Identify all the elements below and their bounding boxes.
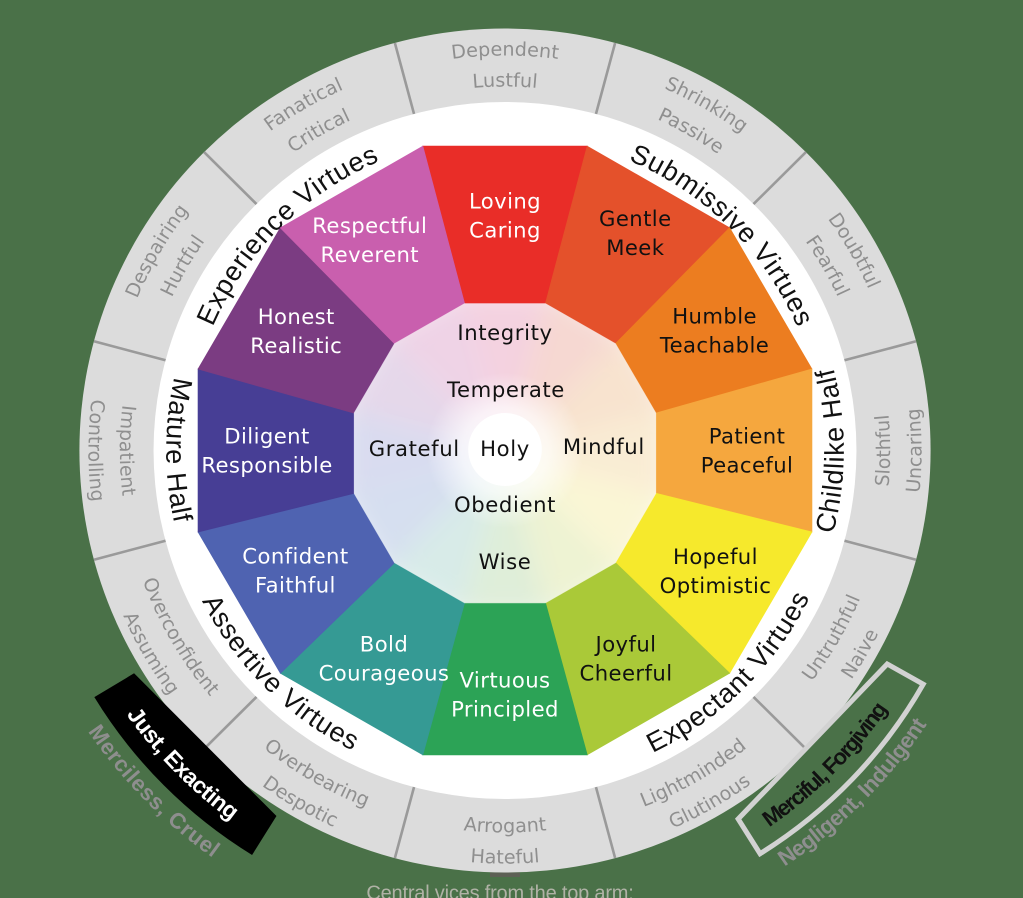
- ring-divider-345: [393, 42, 416, 115]
- wedge-label-confident-1: Confident: [242, 544, 348, 569]
- cutoff-text-artifact: [490, 872, 520, 877]
- pastel-sector-virtuous: [460, 453, 550, 604]
- ring-divider-195: [393, 786, 416, 859]
- ring-divider-15: [594, 42, 617, 115]
- center-word-left: Grateful: [369, 436, 460, 461]
- wedge-label-humble-1: Humble: [672, 304, 757, 329]
- holy-circle: [468, 413, 542, 486]
- ring-divider-255: [93, 539, 166, 561]
- vice-label-arrogant-word2-text: Hateful: [470, 845, 540, 868]
- vice-label-impatient-word1: Impatient: [115, 404, 140, 497]
- wedge-label-honest-2: Realistic: [250, 333, 342, 358]
- vice-label-impatient-word2-text: Controlling: [83, 398, 108, 502]
- wedge-label-respectful-1: Respectful: [312, 213, 427, 238]
- ring-divider-105: [844, 539, 917, 561]
- vice-label-slothful-word1: Slothful: [871, 414, 895, 487]
- center-word-center: Holy: [480, 436, 530, 461]
- just-exacting-box: [94, 673, 277, 855]
- wedge-respectful: [279, 145, 465, 344]
- vice-label-arrogant-word1-text: Arrogant: [463, 813, 548, 837]
- vice-label-dependent-word2: Lustful: [472, 70, 539, 93]
- wedge-label-bold-1: Bold: [360, 631, 408, 656]
- merciful-forgiving-box: [734, 660, 927, 858]
- ring-divider-45: [752, 151, 807, 206]
- vice-label-dependent-word1-text: Dependent: [450, 39, 561, 64]
- ring-divider-75: [844, 340, 917, 362]
- wedge-label-gentle-2: Meek: [606, 235, 665, 260]
- wedge-label-loving-1: Loving: [469, 189, 541, 214]
- wedge-label-joyful-1: Joyful: [594, 631, 657, 656]
- center-word-upper: Temperate: [446, 377, 565, 402]
- ring-divider-315: [203, 151, 258, 206]
- pastel-sector-diligent: [353, 409, 506, 497]
- wedge-label-confident-2: Faithful: [255, 573, 336, 598]
- vice-label-arrogant-word1: Arrogant: [463, 813, 548, 837]
- wedge-label-patient-1: Patient: [709, 424, 786, 449]
- vice-label-impatient-word1-text: Impatient: [115, 404, 140, 497]
- center-word-lower: Obedient: [454, 492, 556, 517]
- center-word-bottom: Wise: [479, 549, 532, 574]
- vice-label-dependent-word1: Dependent: [450, 39, 561, 64]
- ring-divider-225: [203, 695, 258, 750]
- vice-label-impatient-word2: Controlling: [83, 398, 108, 502]
- wedge-label-respectful-2: Reverent: [320, 242, 419, 267]
- bottom-caption: Central vices from the top arm:: [366, 883, 633, 898]
- vice-label-slothful-word2-text: Uncaring: [902, 407, 926, 493]
- wedge-label-honest-1: Honest: [258, 304, 335, 329]
- wedge-label-hopeful-1: Hopeful: [673, 544, 758, 569]
- vice-label-dependent-word2-text: Lustful: [472, 70, 539, 93]
- vice-label-arrogant-word2: Hateful: [470, 845, 540, 868]
- wedge-label-diligent-1: Diligent: [224, 424, 309, 449]
- wedge-label-loving-2: Caring: [469, 218, 541, 243]
- wedge-label-patient-2: Peaceful: [701, 453, 794, 478]
- ring-divider-135: [752, 695, 807, 750]
- wedge-label-joyful-2: Cheerful: [580, 660, 673, 685]
- vice-label-slothful-word1-text: Slothful: [871, 414, 895, 487]
- pastel-sector-patient: [505, 409, 657, 497]
- wedge-label-gentle-1: Gentle: [599, 206, 671, 231]
- center-word-top: Integrity: [457, 320, 552, 345]
- wedge-label-hopeful-2: Optimistic: [660, 573, 772, 598]
- wedge-label-diligent-2: Responsible: [201, 453, 332, 478]
- wedge-label-virtuous-1: Virtuous: [460, 668, 551, 693]
- center-word-right: Mindful: [563, 434, 645, 459]
- wedge-label-bold-2: Courageous: [319, 660, 450, 685]
- wedges: [197, 145, 813, 756]
- wedge-label-humble-2: Teachable: [659, 333, 769, 358]
- vice-label-slothful-word2: Uncaring: [902, 407, 926, 493]
- ring-divider-165: [594, 786, 617, 859]
- ring-divider-285: [93, 340, 166, 362]
- wedge-label-virtuous-2: Principled: [451, 697, 559, 722]
- ring-dividers: [93, 42, 917, 859]
- pastel-sector-loving: [460, 303, 550, 454]
